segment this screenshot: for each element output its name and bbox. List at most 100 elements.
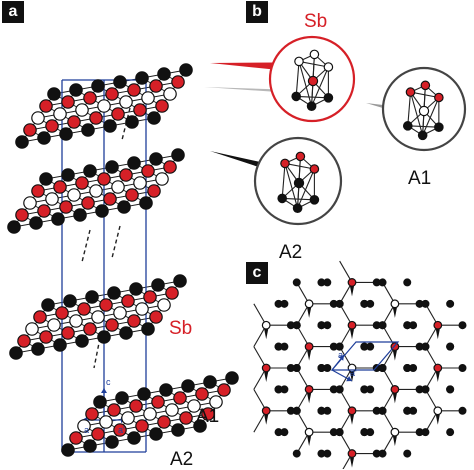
bond-wedge <box>392 307 397 318</box>
bond <box>298 61 313 107</box>
black-atom <box>292 449 301 458</box>
black-atom <box>171 148 185 162</box>
bond-wedge <box>435 414 440 425</box>
bond-wedge <box>435 372 440 382</box>
black-atom <box>225 371 239 385</box>
black-atom <box>366 342 375 351</box>
black-atom <box>280 342 289 351</box>
sb-atom <box>307 75 319 87</box>
black-atom <box>105 160 119 174</box>
bond-wedge <box>350 372 354 382</box>
panel-c-vector-a-head <box>338 355 344 361</box>
black-atom <box>119 326 133 340</box>
sb-atom <box>347 278 357 287</box>
black-atom <box>366 299 375 308</box>
sb-atom <box>61 326 75 340</box>
panel-c-vector-aprime-head <box>346 375 352 382</box>
axis-a-label: a <box>84 425 90 435</box>
white-atom <box>111 180 125 194</box>
white-atom <box>91 310 105 324</box>
black-atom <box>403 278 412 287</box>
sb-atom <box>151 395 165 409</box>
inset-layer <box>204 35 467 226</box>
black-atom <box>421 342 430 351</box>
white-atom <box>155 172 169 186</box>
black-atom <box>53 338 67 352</box>
black-atom <box>159 383 173 397</box>
sb-atom <box>304 384 314 394</box>
white-atom <box>294 56 304 67</box>
black-atom <box>378 278 387 287</box>
sb-atom <box>67 115 81 129</box>
white-atom <box>323 62 334 72</box>
black-atom <box>335 342 344 351</box>
dashed-bond <box>111 225 121 259</box>
white-atom <box>304 427 314 437</box>
black-atom <box>135 71 149 85</box>
axis-aprime-label: a' <box>118 425 125 435</box>
black-atom <box>51 212 65 226</box>
sb-atom <box>119 168 133 182</box>
white-atom <box>163 87 177 101</box>
black-atom <box>409 406 418 415</box>
sb-atom <box>165 286 179 300</box>
sb-atom <box>390 384 400 394</box>
bond <box>284 163 299 209</box>
white-atom <box>23 196 37 210</box>
sb-atom <box>103 192 117 206</box>
sb-label-b: Sb <box>304 11 328 32</box>
sb-atom <box>15 208 29 222</box>
sb-atom <box>99 298 113 312</box>
black-atom <box>335 385 344 394</box>
black-atom <box>323 364 332 373</box>
sb-atom <box>113 423 127 437</box>
black-atom <box>409 364 418 373</box>
black-atom <box>149 152 163 166</box>
black-atom <box>402 121 413 131</box>
white-atom <box>113 306 127 320</box>
black-atom <box>335 299 344 308</box>
black-atom <box>115 391 129 405</box>
bond-wedge <box>350 329 354 340</box>
sb-atom <box>127 314 141 328</box>
a2-label-b: A2 <box>279 242 303 263</box>
sb-atom <box>23 123 37 137</box>
sb-atom <box>147 184 161 198</box>
bond <box>422 97 440 136</box>
black-atom <box>277 193 287 204</box>
black-atom <box>458 364 467 373</box>
bond <box>311 66 329 107</box>
white-atom <box>69 314 83 328</box>
sb-atom <box>83 322 97 336</box>
white-atom <box>119 95 133 109</box>
sb-atom <box>433 363 443 373</box>
panel-a-tag: a <box>2 1 24 23</box>
black-atom <box>323 278 332 287</box>
a1-label-b: A1 <box>408 168 432 189</box>
bond-wedge <box>307 436 312 447</box>
black-atom <box>181 379 195 393</box>
black-atom <box>421 428 430 437</box>
black-atom <box>280 385 289 394</box>
white-atom <box>97 99 111 113</box>
black-atom <box>378 406 387 415</box>
sb-atom <box>97 172 111 186</box>
sb-atom <box>81 196 95 210</box>
a1-label-a: A1 <box>196 406 220 427</box>
black-atom <box>193 419 207 433</box>
sb-label-a: Sb <box>169 318 193 339</box>
sb-atom <box>347 449 357 458</box>
sb-atom <box>405 87 416 97</box>
sb-atom <box>127 83 141 97</box>
sb-atom <box>45 119 59 133</box>
sb-atom <box>61 95 75 109</box>
black-atom <box>292 321 301 330</box>
white-atom <box>75 103 89 117</box>
bond <box>281 163 286 199</box>
black-atom <box>434 122 444 132</box>
bond-wedge <box>264 372 269 382</box>
black-atom <box>125 115 139 129</box>
black-atom <box>417 130 428 141</box>
black-atom <box>446 342 455 351</box>
